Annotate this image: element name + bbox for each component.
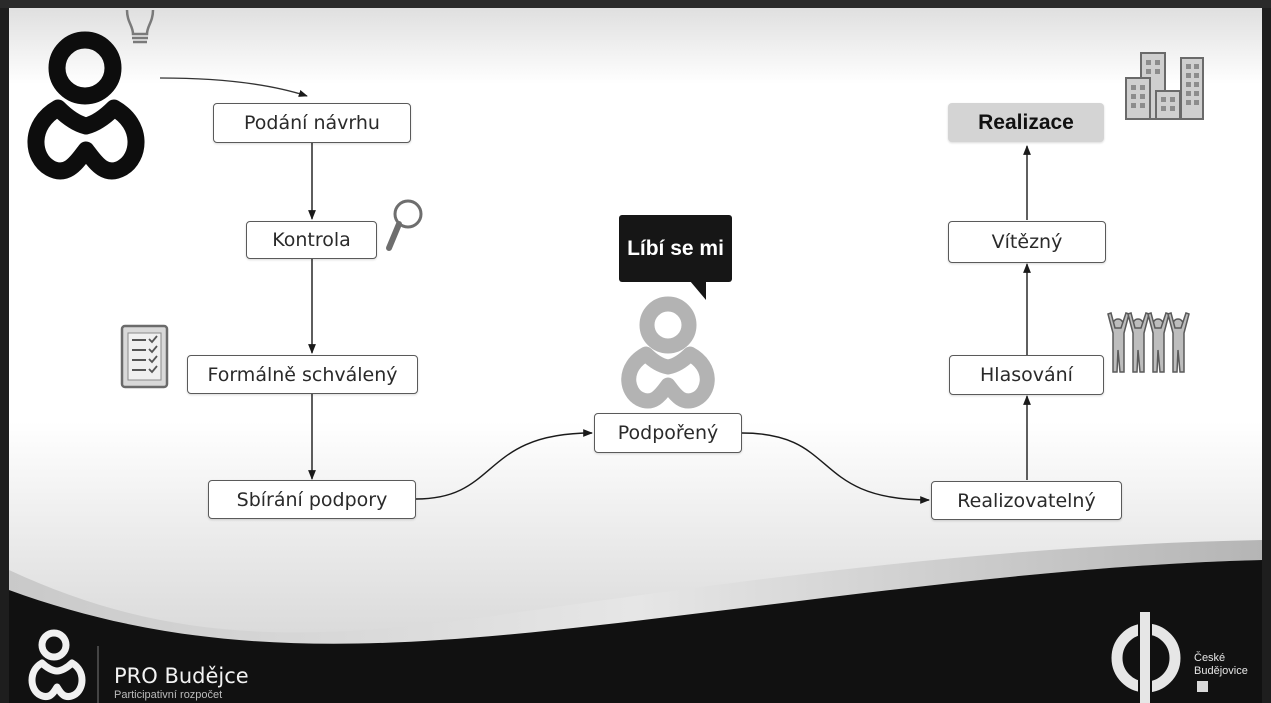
node-label: Hlasování — [980, 364, 1073, 386]
node-label: Kontrola — [272, 229, 351, 251]
node-realizovatelny: Realizovatelný — [931, 481, 1122, 520]
magnifier-icon — [386, 199, 423, 251]
city-name-line2: Budějovice — [1194, 665, 1248, 677]
node-sbirani-podpory: Sbírání podpory — [208, 480, 416, 519]
node-label: Realizovatelný — [957, 489, 1096, 512]
speech-bubble-text: Líbí se mi — [627, 236, 724, 260]
node-podporeny: Podpořený — [594, 413, 742, 453]
node-hlasovani: Hlasování — [949, 355, 1104, 395]
buildings-icon — [1125, 52, 1204, 120]
people-cheering-icon — [1107, 312, 1190, 373]
city-name-line1: České — [1194, 652, 1226, 664]
lightbulb-icon — [125, 9, 155, 44]
node-label: Podání návrhu — [244, 112, 380, 134]
node-realizace: Realizace — [948, 103, 1104, 142]
node-formalne-schvaleny: Formálně schválený — [187, 355, 418, 394]
arrow-start — [159, 77, 308, 97]
arrow-podporeny-realizovatelny — [741, 432, 930, 504]
node-vitezny: Vítězný — [948, 221, 1106, 263]
arrow-sbirani-podporeny — [415, 429, 593, 500]
node-label: Realizace — [978, 110, 1074, 134]
pro-budejce-logo — [27, 31, 145, 180]
node-kontrola: Kontrola — [246, 221, 377, 259]
pro-budejce-figure-gray — [621, 296, 715, 409]
node-label: Sbírání podpory — [236, 488, 388, 511]
footer-brand-title: PRO Budějce — [114, 664, 249, 688]
node-label: Podpořený — [617, 422, 719, 444]
node-label: Vítězný — [991, 231, 1063, 253]
node-podani-navrhu: Podání návrhu — [213, 103, 411, 143]
checklist-icon — [120, 324, 169, 389]
footer-pro-budejce-logo — [28, 629, 86, 701]
speech-bubble: Líbí se mi — [619, 215, 732, 282]
ceske-budejovice-logo — [1111, 608, 1208, 703]
footer-brand-subtitle: Participativní rozpočet — [114, 689, 223, 701]
footer-band — [9, 560, 1262, 703]
node-label: Formálně schválený — [207, 363, 398, 386]
